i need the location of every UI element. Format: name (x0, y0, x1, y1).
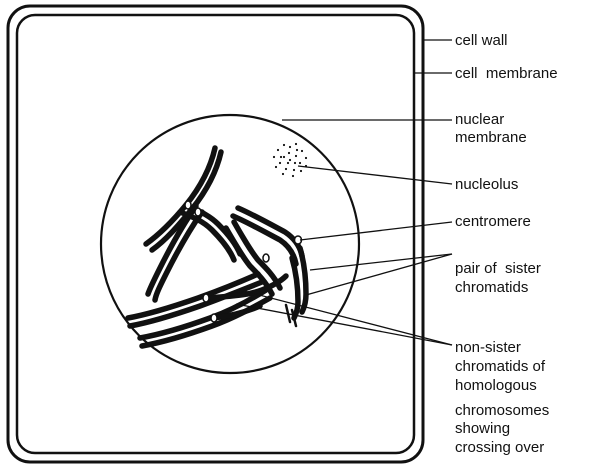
label-crossing-over-line3: homologous (455, 377, 537, 394)
label-crossing-over-line1: non-sister (455, 339, 521, 356)
nuclear-membrane (101, 115, 359, 373)
label-crossing-over-line2: chromatids of (455, 358, 546, 375)
label-sister-chromatids-line1: pair of sister (455, 260, 541, 277)
label-crossing-over-line4: chromosomes (455, 402, 549, 419)
label-nuclear-membrane-line2: membrane (455, 129, 527, 146)
label-nuclear-membrane-line1: nuclear (455, 111, 504, 128)
label-crossing-over-line6: crossing over (455, 439, 544, 456)
chromosome-pair-left (146, 148, 240, 300)
label-cell-membrane: cell membrane (455, 65, 558, 82)
label-cell-wall: cell wall (455, 32, 508, 49)
label-centromere: centromere (455, 213, 531, 230)
nucleolus (273, 143, 307, 177)
label-crossing-over-line5: showing (455, 420, 510, 437)
label-sister-chromatids-line2: chromatids (455, 279, 528, 296)
label-nucleolus: nucleolus (455, 176, 518, 193)
